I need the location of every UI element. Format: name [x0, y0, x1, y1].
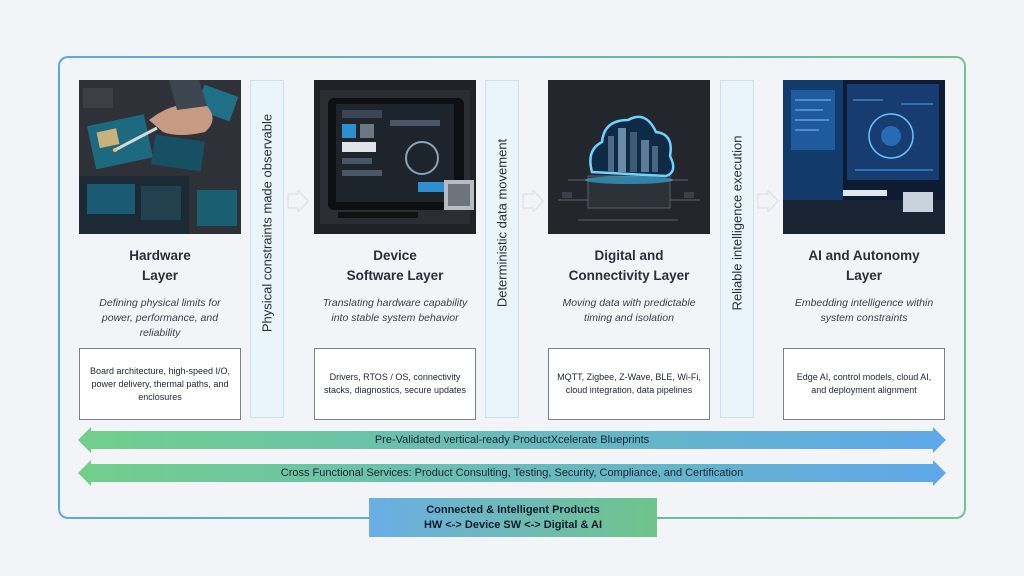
- digital-connectivity-layer-card: Digital and Connectivity Layer Moving da…: [548, 80, 710, 420]
- chevron-right-icon: [757, 190, 780, 212]
- blueprints-banner: Pre-Validated vertical-ready ProductXcel…: [78, 427, 946, 453]
- ai-autonomy-layer-card: AI and Autonomy Layer Embedding intellig…: [783, 80, 945, 420]
- connector-label: Deterministic data movement: [494, 138, 510, 308]
- connected-products-box: Connected & Intelligent Products HW <-> …: [369, 498, 657, 537]
- banner-label: Pre-Validated vertical-ready ProductXcel…: [374, 434, 650, 446]
- hardware-layer-card: Hardware Layer Defining physical limits …: [79, 80, 241, 420]
- layer-title: Digital and Connectivity Layer: [568, 248, 690, 283]
- connector-reliable-intelligence: Reliable intelligence execution: [720, 80, 754, 418]
- layer-details-box: Board architecture, high-speed I/O, powe…: [79, 348, 241, 420]
- layer-title: Hardware Layer: [129, 248, 191, 283]
- chevron-right-icon: [287, 190, 310, 212]
- layer-title: AI and Autonomy Layer: [808, 248, 920, 283]
- layer-details-box: Drivers, RTOS / OS, connectivity stacks,…: [314, 348, 476, 420]
- layer-details-box: Edge AI, control models, cloud AI, and d…: [783, 348, 945, 420]
- digital-connectivity-photo: [548, 80, 710, 234]
- ai-autonomy-photo: [783, 80, 945, 234]
- chevron-right-icon: [522, 190, 545, 212]
- connector-deterministic-data: Deterministic data movement: [485, 80, 519, 418]
- layer-description: Defining physical limits for power, perf…: [99, 297, 221, 339]
- layer-description: Translating hardware capability into sta…: [322, 297, 468, 324]
- layer-details-box: MQTT, Zigbee, Z-Wave, BLE, Wi-Fi, cloud …: [548, 348, 710, 420]
- connector-label: Reliable intelligence execution: [729, 135, 745, 311]
- device-software-photo: [314, 80, 476, 234]
- product-title: Connected & Intelligent Products: [426, 504, 600, 516]
- hardware-photo: [79, 80, 241, 234]
- connector-label: Physical constraints made observable: [259, 113, 275, 333]
- connector-physical-constraints: Physical constraints made observable: [250, 80, 284, 418]
- layer-description: Moving data with predictable timing and …: [562, 297, 696, 324]
- layer-title: Device Software Layer: [346, 248, 444, 283]
- banner-label: Cross Functional Services: Product Consu…: [280, 467, 744, 479]
- services-banner: Cross Functional Services: Product Consu…: [78, 460, 946, 486]
- device-software-layer-card: Device Software Layer Translating hardwa…: [314, 80, 476, 420]
- product-subtitle: HW <-> Device SW <-> Digital & AI: [423, 519, 603, 531]
- layer-description: Embedding intelligence within system con…: [794, 297, 934, 324]
